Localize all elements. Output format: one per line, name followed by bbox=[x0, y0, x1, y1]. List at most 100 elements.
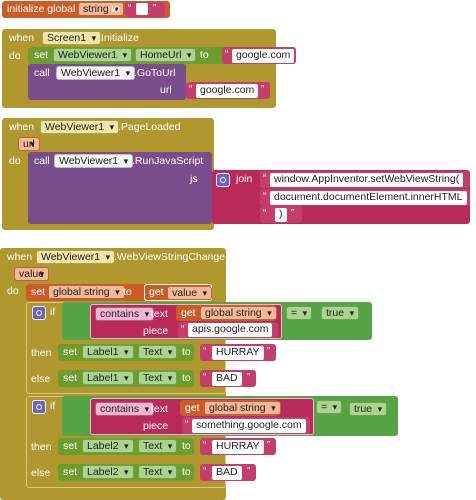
call-label: call bbox=[34, 67, 50, 79]
quote-close: ” bbox=[261, 84, 265, 95]
quote-close: ” bbox=[247, 466, 251, 477]
quote-open: “ bbox=[263, 191, 267, 202]
boolean-dropdown[interactable]: true bbox=[321, 306, 360, 320]
join-item-3[interactable]: “ ) ” bbox=[260, 206, 302, 223]
component-dropdown[interactable]: WebViewer1 bbox=[40, 120, 120, 134]
quote-close: ” bbox=[268, 324, 272, 335]
string-field[interactable]: ) bbox=[275, 208, 287, 222]
then-label: then bbox=[31, 347, 52, 359]
property-dropdown[interactable]: Text bbox=[138, 371, 178, 385]
else-label: else bbox=[31, 373, 51, 385]
component-dropdown[interactable]: Label2 bbox=[82, 465, 134, 479]
component-dropdown[interactable]: Label1 bbox=[82, 371, 134, 385]
set-label2-then[interactable]: set Label2 Text to bbox=[58, 438, 194, 455]
to-label: to bbox=[182, 466, 191, 478]
set-label1-then[interactable]: set Label1 Text to bbox=[58, 344, 194, 361]
component-dropdown[interactable]: WebViewer1 bbox=[56, 66, 136, 80]
set-homeurl-block[interactable]: set WebViewer1 HomeUrl to bbox=[28, 47, 276, 64]
quote-close: ” bbox=[300, 419, 304, 430]
string-field[interactable]: HURRAY bbox=[212, 440, 264, 454]
property-dropdown[interactable]: HomeUrl bbox=[135, 48, 197, 62]
set-label1-else[interactable]: set Label1 Text to bbox=[58, 370, 194, 387]
variable-dropdown[interactable]: global string bbox=[204, 401, 281, 415]
get-global-string-1[interactable]: get global string bbox=[176, 305, 277, 321]
bool-true-2[interactable]: true bbox=[346, 401, 392, 417]
empty-string-field[interactable] bbox=[136, 3, 148, 15]
empty-string-block[interactable]: “ ” bbox=[125, 2, 165, 17]
then-string-1[interactable]: “ HURRAY ” bbox=[200, 344, 276, 361]
quote-close: ” bbox=[267, 346, 271, 357]
variable-dropdown[interactable]: value bbox=[167, 286, 213, 300]
operator-dropdown[interactable]: = bbox=[286, 306, 313, 320]
string-field[interactable]: apis.google.com bbox=[188, 323, 273, 337]
initialize-global-block[interactable]: initialize global string to “ ” bbox=[2, 1, 170, 18]
component-dropdown[interactable]: WebViewer1 bbox=[36, 250, 116, 264]
string-field[interactable]: google.com bbox=[196, 84, 259, 98]
set-label: set bbox=[63, 466, 78, 478]
string-field[interactable]: window.AppInventor.setWebViewString( bbox=[270, 173, 464, 187]
piece-socket-label: piece bbox=[143, 325, 169, 337]
quote-open: “ bbox=[263, 208, 267, 219]
component-dropdown[interactable]: Screen1 bbox=[42, 31, 102, 45]
string-field[interactable]: BAD bbox=[212, 466, 242, 480]
initialize-global-label: initialize global bbox=[7, 3, 76, 15]
component-dropdown[interactable]: WebViewer1 bbox=[53, 48, 133, 62]
variable-dropdown[interactable]: global string bbox=[200, 306, 277, 320]
variable-dropdown[interactable]: global string bbox=[48, 285, 125, 299]
global-name-field[interactable]: string bbox=[78, 2, 124, 16]
string-field[interactable]: something.google.com bbox=[192, 419, 306, 433]
else-string-1[interactable]: “ BAD ” bbox=[200, 370, 256, 387]
get-global-string-2[interactable]: get global string bbox=[180, 400, 281, 416]
to-label: to bbox=[111, 3, 120, 15]
bool-true-1[interactable]: true bbox=[318, 305, 366, 321]
when-label: when bbox=[9, 121, 35, 133]
gear-icon[interactable] bbox=[216, 173, 230, 187]
property-dropdown[interactable]: Text bbox=[138, 345, 178, 359]
parameter-value[interactable]: value bbox=[14, 267, 50, 281]
operator-dropdown[interactable]: = bbox=[316, 400, 343, 414]
call-runjavascript-block[interactable]: call WebViewer1 .RunJavaScript js bbox=[28, 152, 212, 224]
homeurl-string-block[interactable]: “ google.com ” bbox=[222, 47, 296, 64]
set-label2-else[interactable]: set Label2 Text to bbox=[58, 464, 194, 481]
join-item-2[interactable]: “ document.documentElement.innerHTML ” bbox=[260, 189, 470, 206]
component-dropdown[interactable]: Label2 bbox=[82, 439, 134, 453]
join-item-1[interactable]: “ window.AppInventor.setWebViewString( ” bbox=[260, 171, 470, 188]
component-dropdown[interactable]: Label1 bbox=[82, 345, 134, 359]
component-dropdown[interactable]: WebViewer1 bbox=[54, 154, 134, 168]
then-string-2[interactable]: “ HURRAY ” bbox=[200, 438, 276, 455]
quote-open: “ bbox=[263, 173, 267, 184]
gear-icon[interactable] bbox=[32, 400, 46, 414]
quote-open: “ bbox=[203, 466, 207, 477]
string-field[interactable]: google.com bbox=[232, 49, 295, 63]
get-label: get bbox=[149, 286, 164, 298]
string-field[interactable]: HURRAY bbox=[212, 346, 264, 360]
call-label: call bbox=[34, 155, 50, 167]
parameter-url[interactable]: url bbox=[18, 137, 40, 151]
do-label: do bbox=[7, 285, 19, 297]
piece-string-1[interactable]: “ apis.google.com ” bbox=[178, 322, 278, 338]
else-string-2[interactable]: “ BAD ” bbox=[200, 464, 256, 481]
piece-socket-label: piece bbox=[143, 420, 169, 432]
text-socket-label: text bbox=[151, 403, 168, 415]
piece-string-2[interactable]: “ something.google.com ” bbox=[182, 417, 310, 434]
contains-dropdown[interactable]: contains bbox=[95, 307, 155, 321]
gotourl-string-block[interactable]: “ google.com ” bbox=[186, 82, 270, 99]
do-label: do bbox=[9, 50, 21, 62]
to-label: to bbox=[123, 286, 132, 298]
boolean-dropdown[interactable]: true bbox=[349, 402, 388, 416]
string-field[interactable]: document.documentElement.innerHTML bbox=[270, 191, 467, 205]
get-value-block[interactable]: get value bbox=[144, 284, 213, 301]
quote-close: ” bbox=[291, 208, 295, 219]
call-gotourl-block[interactable]: call WebViewer1 .GoToUrl url bbox=[28, 64, 186, 100]
property-dropdown[interactable]: Text bbox=[138, 465, 178, 479]
to-label: to bbox=[182, 440, 191, 452]
quote-open: “ bbox=[128, 3, 132, 14]
quote-open: “ bbox=[225, 49, 229, 60]
contains-dropdown[interactable]: contains bbox=[95, 402, 155, 416]
gear-icon[interactable] bbox=[32, 306, 46, 320]
get-label: get bbox=[185, 402, 200, 414]
to-label: to bbox=[200, 49, 209, 61]
string-field[interactable]: BAD bbox=[212, 372, 242, 386]
get-label: get bbox=[181, 307, 196, 319]
property-dropdown[interactable]: Text bbox=[138, 439, 178, 453]
